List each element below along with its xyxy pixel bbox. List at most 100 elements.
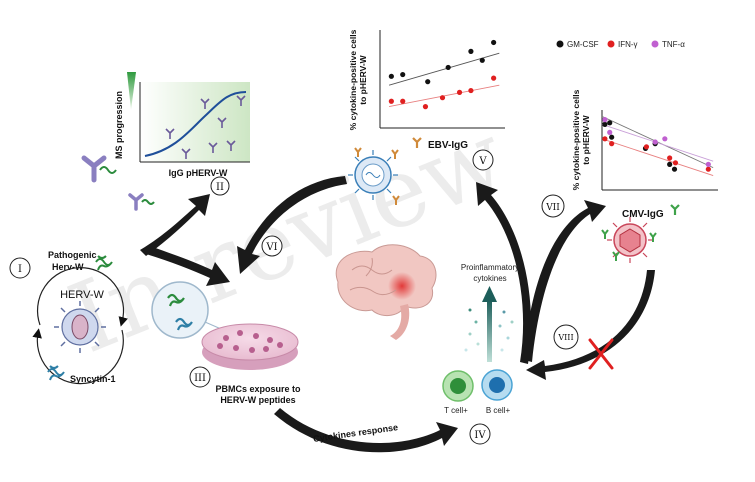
t-cell-icon <box>442 370 474 402</box>
peptide-blue-icon <box>175 317 193 331</box>
cmv-y-label: % cytokine-positive cellsto pHERV-W <box>571 89 591 190</box>
stage-badges: VI V VII VIII IV III <box>189 149 579 445</box>
cytokines-response-label: Cytokines response <box>313 422 399 444</box>
cmv-point-tnf-1 <box>607 129 613 135</box>
cytokine-panel: Proinflammatory cytokines T cell+ B cell… <box>442 263 519 415</box>
ebv-point-ifn-0 <box>388 98 394 104</box>
cmv-point-ifn-2 <box>643 144 650 150</box>
stage-badge-iv <box>469 423 491 445</box>
cmv-point-ifn-5 <box>705 166 711 172</box>
ebv-point-ifn-5 <box>468 87 474 94</box>
petri-dish <box>201 323 299 361</box>
arrow-to-iii <box>146 246 230 286</box>
cycle-arrow-bottom <box>32 328 124 385</box>
cytokine-arrow-head <box>482 286 497 302</box>
cmv-point-tnf-2 <box>652 139 658 145</box>
pbmc-label-2: HERV-W peptides <box>220 395 295 405</box>
t-cell-label: T cell+ <box>444 406 468 415</box>
proinflammatory-label-2: cytokines <box>473 274 506 283</box>
ebv-point-ifn-3 <box>439 95 446 101</box>
legend-label-1: IFN-γ <box>618 40 638 49</box>
flow-arrows <box>140 176 655 453</box>
arrow-vii <box>524 200 606 362</box>
stage-badge-viii <box>553 324 579 350</box>
cmv-scatter-chart: % cytokine-positive cellsto pHERV-W <box>571 89 718 191</box>
antibody-icons <box>165 95 246 159</box>
pbmc-panel: PBMCs exposure to HERV-W peptides <box>151 281 301 405</box>
ms-y-label: MS progression <box>114 91 124 159</box>
ebv-scatter-chart: % cytokine-positive cellsto pHERV-W <box>348 29 505 130</box>
cmv-point-gmcsf-1 <box>607 120 613 126</box>
b-cell-label: B cell+ <box>486 406 511 415</box>
peptide-green-icon <box>167 293 185 307</box>
ms-x-label: IgG pHERV-W <box>169 168 228 178</box>
arrow-to-ii <box>140 194 210 256</box>
pathogenic-label-2: Herv-W <box>52 262 84 272</box>
stage-label-vii: VII <box>545 203 560 213</box>
ebv-antibody-icon <box>412 137 422 148</box>
ebv-igg-label: EBV-IgG <box>428 140 468 151</box>
cmv-virus-icon <box>601 217 657 263</box>
cytokine-dots <box>464 308 514 352</box>
ebv-point-gmcsf-5 <box>479 57 485 63</box>
legend-swatch-1 <box>607 40 615 48</box>
cmv-point-tnf-0 <box>602 117 608 123</box>
cmv-igg-label: CMV-IgG <box>622 209 664 220</box>
cmv-point-ifn-4 <box>672 160 679 166</box>
cmv-point-ifn-3 <box>667 155 673 161</box>
syncytin-icon <box>47 365 65 381</box>
ms-progression-panel: MS progression IgG pHERV-W II <box>114 72 250 196</box>
cmv-antibody-icon <box>670 204 680 215</box>
antibody-large-icon <box>81 155 117 183</box>
cmv-point-tnf-3 <box>662 136 668 142</box>
proinflammatory-label-1: Proinflammatory <box>461 263 519 272</box>
cmv-trendline-1 <box>601 138 714 177</box>
cytokine-legend: GM-CSF IFN-γ TNF-α <box>556 40 685 49</box>
magnifier-lens <box>151 281 209 339</box>
stage-badge-iii <box>189 366 211 388</box>
ebv-point-ifn-2 <box>422 104 429 110</box>
legend-swatch-2 <box>651 40 659 48</box>
stage-badge-v <box>472 149 494 171</box>
legend-label-2: TNF-α <box>662 40 685 49</box>
cmv-point-gmcsf-5 <box>667 161 673 167</box>
brain-lesion <box>388 272 416 300</box>
arrow-viii <box>526 270 655 380</box>
ms-curve <box>144 91 247 157</box>
stage-label-viii: VIII <box>557 333 573 342</box>
cmv-point-tnf-4 <box>705 161 711 167</box>
stage-label-vi: VI <box>265 242 277 253</box>
antibody-small-icon <box>128 193 155 211</box>
ebv-point-gmcsf-0 <box>388 73 394 79</box>
legend-swatch-0 <box>556 40 564 48</box>
cmv-point-gmcsf-2 <box>609 134 615 140</box>
ebv-point-gmcsf-6 <box>491 39 497 46</box>
stage-badge-vi <box>261 235 283 257</box>
arrow-vi <box>237 176 347 274</box>
ebv-y-label: % cytokine-positive cellsto pHERV-W <box>348 29 368 130</box>
cycle-arrow-top <box>36 267 128 327</box>
stage-label-ii: II <box>216 182 224 193</box>
dish-cells <box>217 330 283 353</box>
cmv-point-ifn-0 <box>602 136 608 142</box>
stage-badge-ii <box>210 176 230 196</box>
syncytin-label: Syncytin-1 <box>70 374 116 384</box>
syncytin-peptide-icon <box>95 255 113 271</box>
herv-virus-icon <box>54 301 106 353</box>
pathogenic-label: Pathogenic <box>48 250 97 260</box>
cmv-point-ifn-1 <box>609 141 615 147</box>
ms-progression-bar <box>127 72 136 110</box>
stage-badge-vii <box>541 194 565 218</box>
cytokine-arrow-shaft <box>487 300 492 362</box>
ebv-point-ifn-4 <box>456 89 463 95</box>
cmv-point-gmcsf-6 <box>671 166 678 172</box>
ebv-point-gmcsf-4 <box>468 48 474 54</box>
ebv-virus-icon <box>348 147 400 205</box>
pbmc-label-1: PBMCs exposure to <box>215 384 301 394</box>
ebv-point-gmcsf-3 <box>445 64 451 71</box>
ebv-point-gmcsf-2 <box>425 79 431 85</box>
b-cell-icon <box>481 369 513 401</box>
ebv-point-gmcsf-1 <box>400 71 406 78</box>
stage-label-iv: IV <box>474 430 486 441</box>
